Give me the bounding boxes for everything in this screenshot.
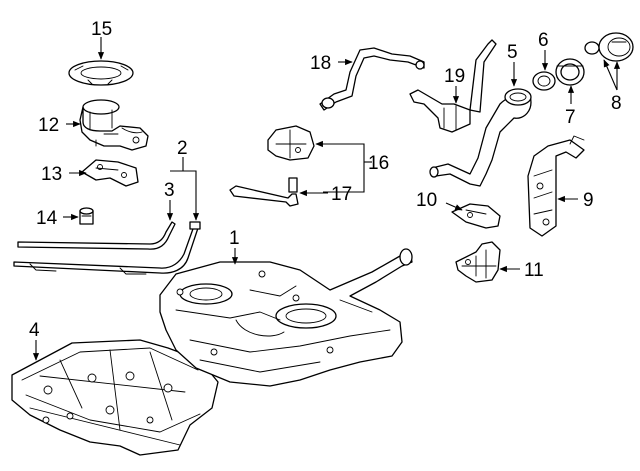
callout-8: 8 xyxy=(611,93,622,114)
callout-7: 7 xyxy=(565,107,576,128)
part-16-fuel-sender[interactable] xyxy=(267,125,315,161)
part-1-fuel-tank[interactable] xyxy=(159,248,413,387)
callout-6: 6 xyxy=(538,30,549,51)
leader-lines xyxy=(32,37,621,361)
part-17-sender-float[interactable] xyxy=(229,177,299,207)
part-15-lock-ring[interactable] xyxy=(68,60,134,86)
callout-labels: 15 12 13 14 2 3 1 4 16 17 18 19 5 6 7 8 … xyxy=(29,19,622,341)
callout-14: 14 xyxy=(36,208,58,229)
callout-5: 5 xyxy=(507,42,518,63)
part-6-gasket[interactable] xyxy=(532,71,556,91)
callout-3: 3 xyxy=(164,180,175,201)
part-8-fuel-cap[interactable] xyxy=(584,32,634,62)
part-7-neck-ring[interactable] xyxy=(555,58,585,86)
part-5-filler-pipe[interactable] xyxy=(429,88,532,187)
callout-17: 17 xyxy=(331,184,352,205)
callout-4: 4 xyxy=(29,320,40,341)
part-9-pipe-bracket[interactable] xyxy=(527,135,585,237)
callout-12: 12 xyxy=(38,115,59,136)
callout-18: 18 xyxy=(310,53,331,74)
part-10-bracket[interactable] xyxy=(451,203,501,229)
callout-19: 19 xyxy=(444,66,465,87)
callout-9: 9 xyxy=(583,190,594,211)
part-18-vent-hose[interactable] xyxy=(319,47,425,111)
leader-2 xyxy=(170,170,200,221)
part-14-plug[interactable] xyxy=(79,207,94,225)
callout-2: 2 xyxy=(177,138,188,159)
callout-16: 16 xyxy=(368,153,389,174)
callout-13: 13 xyxy=(41,164,62,185)
leader-10 xyxy=(445,202,463,211)
leader-8a xyxy=(603,59,618,91)
part-2-3-tank-straps[interactable] xyxy=(13,221,201,275)
callout-11: 11 xyxy=(524,260,544,281)
part-19-valve[interactable] xyxy=(409,39,497,133)
callout-1: 1 xyxy=(229,228,240,249)
part-4-protector-plate[interactable] xyxy=(11,339,219,456)
part-12-fuel-pump[interactable] xyxy=(79,99,149,151)
callout-15: 15 xyxy=(91,19,112,40)
part-11-valve-assembly[interactable] xyxy=(455,241,501,283)
callout-10: 10 xyxy=(416,190,437,211)
part-13-pump-bracket[interactable] xyxy=(81,159,139,187)
